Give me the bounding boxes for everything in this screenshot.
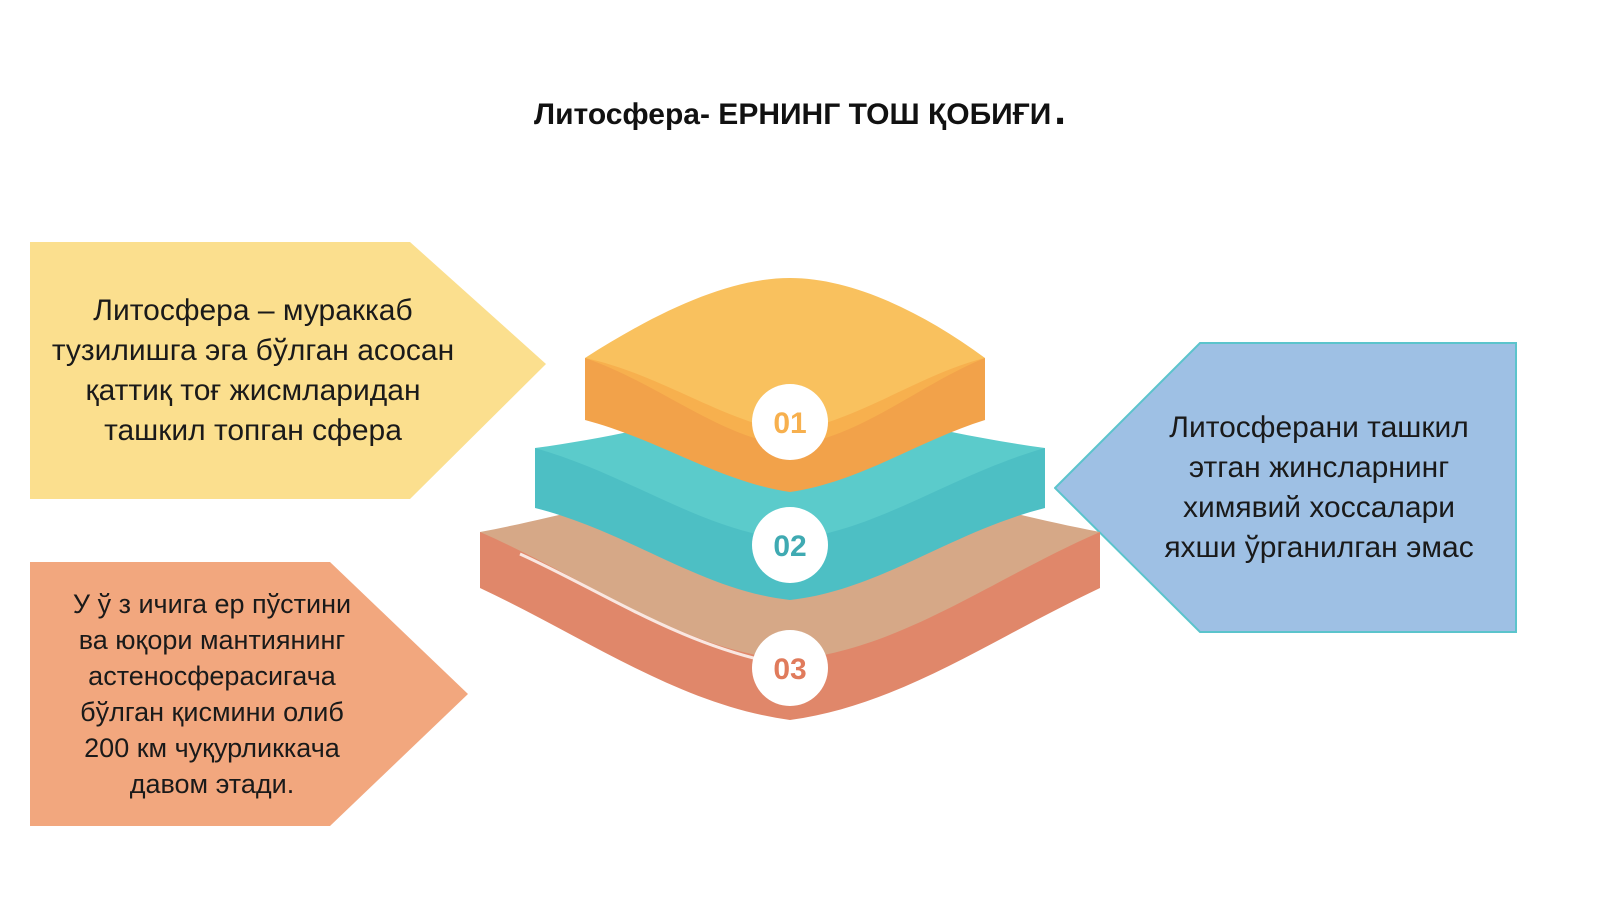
- lithosphere-layers-diagram: 01 02 03: [480, 278, 1100, 720]
- callout-bottom-left-text: У ў з ичига ер пўстини ва юқори мантияни…: [72, 589, 352, 799]
- callout-lithosphere-depth: У ў з ичига ер пўстини ва юқори мантияни…: [30, 562, 468, 826]
- callout-top-left-text: Литосфера – мураккаб тузилишга эга бўлга…: [51, 293, 455, 447]
- callout-bottom-left-shape: [30, 562, 468, 826]
- page-title: Литосфера- ЕРНИНГ ТОШ ҚОБИҒИ.: [0, 89, 1600, 132]
- layer-3-label: 03: [773, 653, 806, 686]
- layer-2-label: 02: [773, 530, 806, 563]
- layer-3-badge: 03: [752, 630, 828, 706]
- callout-lithosphere-definition: Литосфера – мураккаб тузилишга эга бўлга…: [30, 242, 546, 499]
- layer-1-label: 01: [773, 407, 806, 440]
- layer-2-badge: 02: [752, 507, 828, 583]
- callout-right-shape: [1054, 342, 1517, 633]
- callout-lithosphere-chemistry: Литосферани ташкил этган жинсларнинг хим…: [1054, 342, 1518, 634]
- callout-right-text: Литосферани ташкил этган жинсларнинг хим…: [1164, 411, 1474, 564]
- callout-top-left-shape: [30, 242, 546, 499]
- title-text: Литосфера- ЕРНИНГ ТОШ ҚОБИҒИ: [534, 98, 1052, 131]
- title-dot: .: [1054, 86, 1066, 133]
- layer-1-badge: 01: [752, 384, 828, 460]
